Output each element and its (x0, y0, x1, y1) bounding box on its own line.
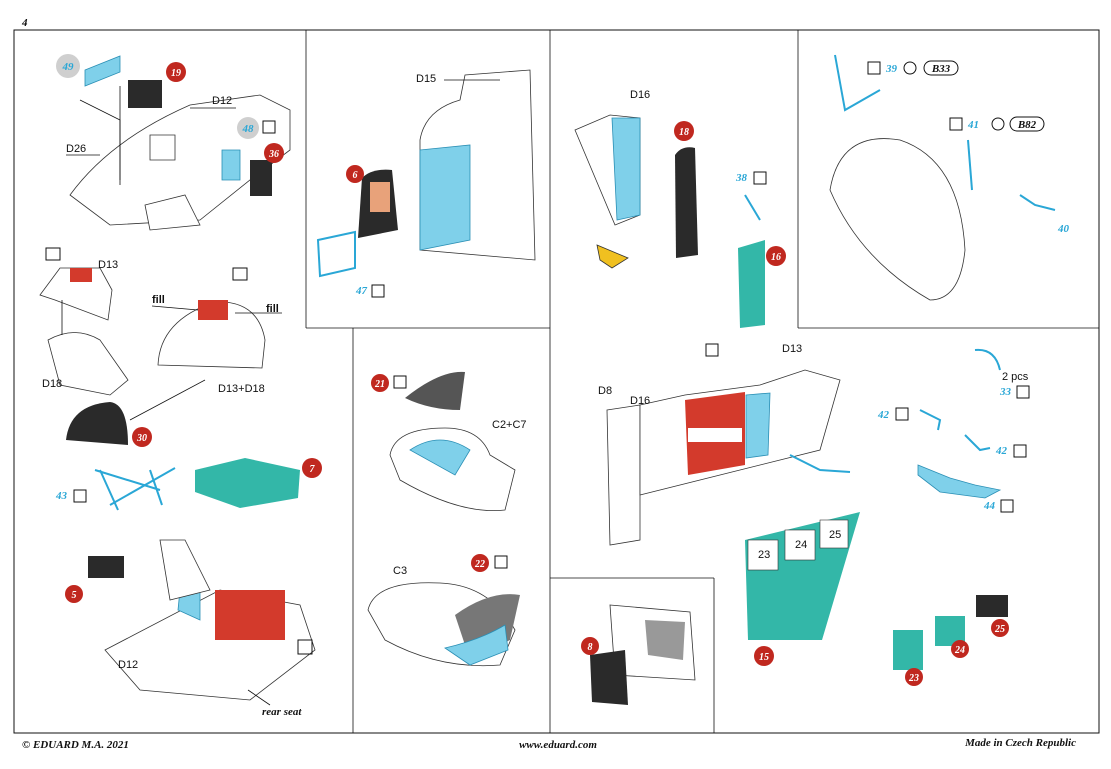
pe-part-40 (1019, 194, 1056, 211)
part-number-36: 36 (268, 149, 279, 160)
panel-rear-seat: 43 7 5 D12 rear seat (55, 458, 322, 718)
label-n23: 23 (758, 549, 770, 561)
label-rear-seat: rear seat (262, 706, 302, 718)
pe-part-43 (94, 467, 176, 511)
pe-part-d16 (611, 117, 641, 221)
label-fill-b: fill (266, 303, 279, 315)
part-number-22: 22 (474, 559, 485, 570)
pe-part-47 (316, 230, 356, 278)
part-number-15: 15 (759, 652, 769, 663)
panel-side-console: 8 (581, 604, 696, 705)
front-arrow (596, 244, 629, 269)
pe-part-42a (919, 409, 942, 431)
part-number-24: 24 (954, 645, 965, 656)
part-number-39: 39 (885, 63, 898, 75)
footer-website: www.eduard.com (519, 739, 597, 751)
label-d13-d18: D13+D18 (218, 383, 265, 395)
panel-instrument-cover: 49 19 D12 D26 48 36 (56, 54, 291, 231)
outer-frame (13, 29, 1100, 734)
label-n24: 24 (795, 539, 807, 551)
page-number: 4 (21, 17, 28, 29)
label-d13-left: D13 (98, 259, 118, 271)
decal-23 (893, 630, 923, 670)
part-number-49: 49 (62, 61, 75, 73)
decal-18 (675, 147, 698, 258)
part-number-6: 6 (353, 170, 358, 181)
decal-5 (88, 556, 124, 578)
pe-part-d15 (419, 144, 471, 251)
label-d26: D26 (66, 143, 86, 155)
pe-part-41 (967, 139, 973, 191)
label-d13-right: D13 (782, 343, 802, 355)
label-c2-c7: C2+C7 (492, 419, 527, 431)
pe-part-rail (789, 454, 851, 473)
part-number-21: 21 (374, 379, 385, 390)
decal-19 (128, 80, 162, 108)
label-d15: D15 (416, 73, 436, 85)
part-number-18: 18 (679, 127, 689, 138)
part-number-23: 23 (908, 673, 919, 684)
part-number-38: 38 (735, 172, 748, 184)
panel-seat-rails: 2 pcs 33 42 42 44 (789, 348, 1030, 513)
part-number-47: 47 (355, 285, 368, 297)
part-number-42a: 42 (877, 409, 890, 421)
label-fill-a: fill (152, 294, 165, 306)
pe-part-44 (917, 464, 1002, 499)
panel-frames (13, 29, 1100, 734)
mesh-21 (405, 371, 465, 410)
mesh-30 (66, 402, 128, 445)
part-number-44: 44 (983, 500, 996, 512)
decal-16 (738, 240, 765, 328)
part-number-5: 5 (72, 590, 77, 601)
footer-copyright: © EDUARD M.A. 2021 (22, 739, 129, 751)
label-c3: C3 (393, 565, 407, 577)
part-number-16: 16 (771, 252, 781, 263)
pe-part-42b (964, 434, 991, 452)
pe-part-33 (974, 348, 1001, 371)
part-number-30: 30 (136, 433, 147, 444)
pe-part-49 (84, 55, 121, 87)
decal-8 (590, 650, 628, 705)
label-b33: B33 (931, 63, 951, 75)
part-number-8: 8 (588, 642, 593, 653)
decal-36 (250, 160, 272, 196)
label-d8: D8 (598, 385, 612, 397)
panel-canopy-frames: 21 C2+C7 C3 22 (367, 371, 527, 667)
footer-origin: Made in Czech Republic (964, 737, 1076, 749)
part-number-42b: 42 (995, 445, 1008, 457)
part-number-33: 33 (999, 386, 1012, 398)
label-b82: B82 (1017, 119, 1037, 131)
part-number-25: 25 (994, 624, 1005, 635)
label-n25: 25 (829, 529, 841, 541)
pe-part-48 (221, 149, 241, 181)
part-number-48: 48 (242, 123, 255, 135)
part-number-7: 7 (310, 464, 316, 475)
part-number-41: 41 (967, 119, 979, 131)
label-d12-top: D12 (212, 95, 232, 107)
label-d18: D18 (42, 378, 62, 390)
pe-part-38 (744, 194, 761, 221)
label-d16-mid: D16 (630, 395, 650, 407)
pe-part-39 (834, 54, 881, 112)
label-d12-bottom: D12 (118, 659, 138, 671)
part-number-19: 19 (171, 68, 181, 79)
label-d16-top: D16 (630, 89, 650, 101)
panel-hood-assembly: D13 D18 fill fill D13+D18 30 (39, 247, 282, 447)
part-number-43: 43 (55, 490, 68, 502)
part-number-40: 40 (1057, 223, 1070, 235)
decal-25 (976, 595, 1008, 617)
panel-d15: D15 6 47 (316, 69, 536, 298)
label-two-pcs: 2 pcs (1002, 371, 1029, 383)
pe-part-7 (195, 458, 300, 508)
panel-canopy-hoops: 39 B33 41 B82 40 (829, 54, 1070, 301)
panel-front-cockpit: D16 18 38 16 D8 D16 D13 23 24 25 (574, 89, 1009, 686)
